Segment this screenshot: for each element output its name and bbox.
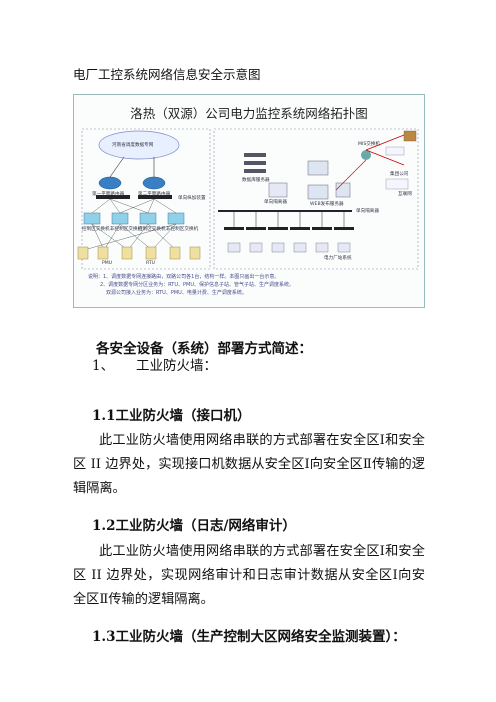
web-server-label: WEB发布服务器	[310, 202, 344, 207]
device-bar	[138, 195, 172, 199]
heading-1-3: 1.3工业防火墙（生产控制大区网络安全监测装置）：	[92, 629, 406, 645]
heading-1-2: 1.2工业防火墙（日志/网络审计）	[92, 518, 296, 534]
figure-note: 2、调度数据专网分区业务为：RTU、PMU、保护信息子站、管气子站、生产调度系统…	[100, 282, 294, 288]
router2-label: 第二平面路由器	[138, 192, 171, 197]
isolator-label: 单向隔离器	[264, 200, 287, 205]
figure-note: 说明：1、调度数据专网连接路由，双路公司各1台，结构一样。本图只画出一台示意。	[88, 274, 280, 280]
router-icon	[98, 176, 122, 190]
document-title: 电厂工控系统网络信息安全示意图	[73, 67, 261, 82]
topology-diagram	[77, 128, 419, 270]
cloud-icon	[98, 130, 180, 160]
network-topology-figure: 洛热（双源）公司电力监控系统网络拓扑图	[73, 94, 425, 308]
router-icon	[142, 176, 166, 190]
heading-level1: 1、 工业防火墙：	[92, 354, 217, 374]
paragraph-1-2: 此工业防火墙使用网络串联的方式部署在安全区Ⅰ和安全区 II 边界处，实现网络审计…	[73, 544, 425, 607]
server-icon	[268, 182, 288, 198]
pmu-label: PMU	[102, 261, 113, 266]
heading-number: 1、	[92, 358, 115, 374]
switch1-label: 控制区交换机	[82, 227, 110, 232]
switch2-label: 非控制区交换机	[110, 227, 143, 232]
switch4-label: 非控制区交换机	[166, 227, 199, 232]
router1-label: 第一平面路由器	[92, 192, 125, 197]
group-label: 集团公司	[390, 172, 409, 177]
section-heading: 各安全设备（系统）部署方式简述：	[96, 341, 312, 357]
device-bar	[96, 195, 130, 199]
internet-label: 互联网	[398, 192, 412, 197]
mis-switch-icon	[361, 150, 371, 160]
figure-notes: 说明：1、调度数据专网连接路由，双路公司各1台，结构一样。本图只画出一台示意。 …	[88, 273, 294, 297]
rtu-label: RTU	[146, 261, 156, 266]
figure-note: 双源公司接入业务为：RTU、PMU、电量计费、生产调度系统。	[106, 290, 247, 296]
mis-label: MIS交换机	[358, 142, 381, 147]
plant-label: 电力厂站系统	[324, 256, 352, 261]
paragraph-1-1: 此工业防火墙使用网络串联的方式部署在安全区Ⅰ和安全区 II 边界处，实现接口机数…	[73, 433, 425, 496]
db-server-label: 数据库服务器	[242, 178, 270, 183]
switch3-label: 控制区交换机	[138, 227, 166, 232]
bus-label: 单向隔离器	[356, 209, 379, 214]
firewall-icon	[403, 130, 417, 142]
cloud-label: 河南省调度数据专网	[112, 143, 154, 148]
heading-1-1: 1.1工业防火墙（接口机）	[92, 408, 251, 424]
isolation-device-label: 单向纵加装置	[178, 196, 206, 201]
heading-text: 工业防火墙：	[136, 358, 217, 374]
rack-bar	[244, 153, 266, 157]
figure-title: 洛热（双源）公司电力监控系统网络拓扑图	[130, 106, 368, 121]
